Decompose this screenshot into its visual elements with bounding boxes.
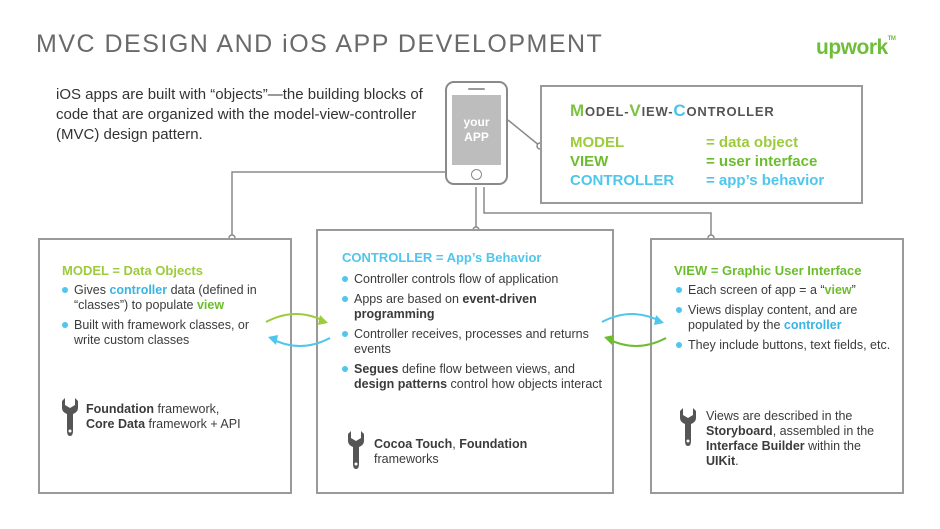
mvc-legend-title: MODEL-VIEW-CONTROLLER: [570, 101, 775, 120]
logo-trademark: TM: [887, 36, 896, 42]
list-item: Gives controller data (defined in “class…: [62, 283, 267, 313]
model-bullet-list: Gives controller data (defined in “class…: [62, 283, 267, 353]
mvc-value-view: = user interface: [706, 153, 818, 170]
mvc-value-controller: = app’s behavior: [706, 172, 825, 189]
controller-tool-text: Cocoa Touch, Foundation frameworks: [374, 437, 528, 466]
list-item: Built with framework classes, or write c…: [62, 318, 267, 348]
list-item: Controller controls flow of application: [342, 272, 607, 287]
phone-label-line2: APP: [464, 130, 489, 144]
mvc-row-controller: CONTROLLER = app’s behavior: [570, 172, 824, 189]
upwork-logo: upworkTM: [816, 36, 896, 60]
mvc-key-model: MODEL: [570, 134, 625, 151]
view-box: VIEW = Graphic User Interface Each scree…: [650, 238, 904, 494]
list-item: Apps are based on event-driven programmi…: [342, 292, 607, 322]
mvc-key-controller: CONTROLLER: [570, 172, 675, 189]
phone-home-button: [471, 169, 482, 180]
page-title: MVC DESIGN AND iOS APP DEVELOPMENT: [36, 30, 604, 58]
controller-box: CONTROLLER = App’s Behavior Controller c…: [316, 229, 614, 494]
phone-speaker: [468, 88, 485, 90]
phone-screen: your APP: [452, 95, 501, 165]
controller-bullet-list: Controller controls flow of application …: [342, 272, 607, 397]
view-tool-text: Views are described in the Storyboard, a…: [706, 409, 875, 468]
logo-text: upwork: [816, 36, 888, 59]
list-item: Views display content, and are populated…: [676, 303, 891, 333]
mvc-value-model: = data object: [706, 134, 799, 151]
mvc-key-view: VIEW: [570, 153, 609, 170]
list-item: They include buttons, text fields, etc.: [676, 338, 891, 353]
phone-icon: your APP: [445, 81, 508, 185]
phone-label-line1: your: [463, 115, 490, 129]
model-box: MODEL = Data Objects Gives controller da…: [38, 238, 292, 494]
intro-text: iOS apps are built with “objects”—the bu…: [56, 86, 423, 143]
list-item: Segues define flow between views, and de…: [342, 362, 607, 392]
model-tool-text: Foundation framework,Core Data framework…: [86, 402, 241, 431]
model-box-title: MODEL = Data Objects: [62, 263, 203, 278]
mvc-row-view: VIEW = user interface: [570, 153, 817, 170]
view-bullet-list: Each screen of app = a “view” Views disp…: [676, 283, 891, 358]
wrench-icon: [62, 398, 78, 436]
model-controller-arrows: [265, 313, 331, 347]
mvc-row-model: MODEL = data object: [570, 134, 798, 151]
view-box-title: VIEW = Graphic User Interface: [674, 263, 862, 278]
mvc-legend-box: MODEL-VIEW-CONTROLLER MODEL = data objec…: [540, 85, 863, 204]
list-item: Controller receives, processes and retur…: [342, 327, 607, 357]
controller-view-arrows: [601, 313, 667, 347]
wrench-icon: [348, 431, 364, 469]
list-item: Each screen of app = a “view”: [676, 283, 891, 298]
controller-box-title: CONTROLLER = App’s Behavior: [342, 250, 542, 265]
wrench-icon: [680, 408, 696, 446]
